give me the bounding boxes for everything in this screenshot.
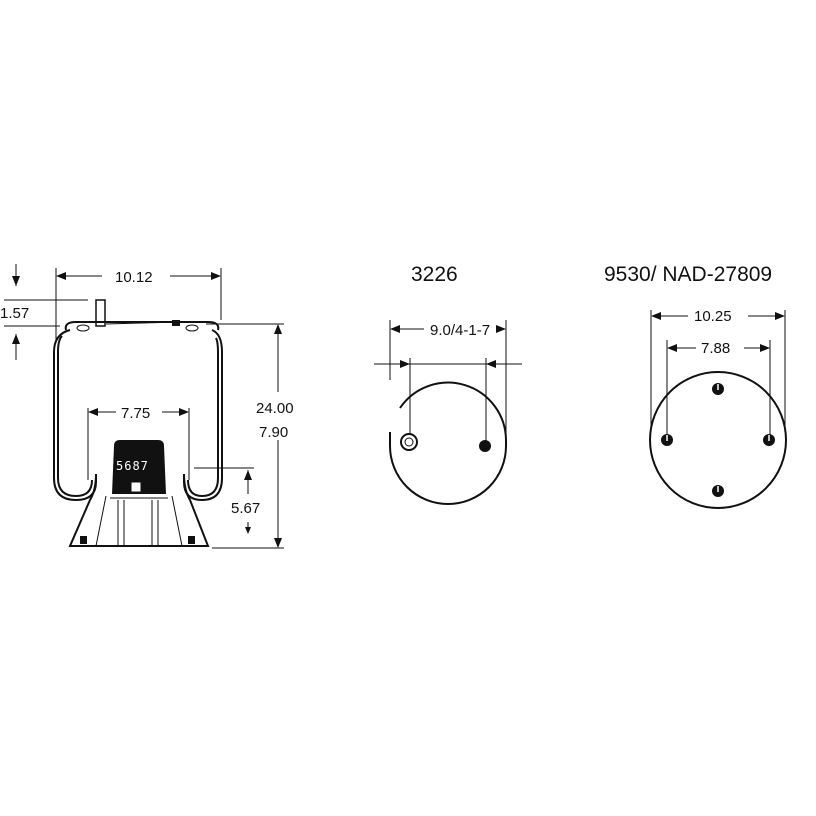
arrow-567-down bbox=[245, 527, 251, 534]
arrow-775-left bbox=[88, 408, 98, 416]
right-part-number: 9530/ NAD-27809 bbox=[604, 263, 772, 286]
bolt-hole-left bbox=[661, 434, 673, 446]
base-bolt-right bbox=[188, 536, 195, 544]
dim-top-width: 10.12 bbox=[115, 269, 153, 286]
top-plate-line bbox=[105, 321, 181, 325]
pedestal-rib-1 bbox=[95, 495, 107, 547]
bolt-hole-right bbox=[763, 434, 775, 446]
air-inlet-inner bbox=[404, 437, 414, 447]
arrow-24-up bbox=[274, 324, 282, 334]
middle-view: 3226 9.0/4-1-7 bbox=[374, 263, 522, 505]
middle-part-number: 3226 bbox=[411, 263, 458, 286]
base-bolt-left bbox=[80, 536, 87, 544]
arrow-1025-right bbox=[775, 312, 785, 320]
mounting-stud-hole bbox=[479, 440, 491, 452]
pedestal-base bbox=[68, 473, 210, 547]
middle-bolt-spacing: 9.0/4-1-7 bbox=[430, 322, 490, 339]
bolt-hole-top bbox=[712, 383, 724, 395]
piston-stamp: 5687 bbox=[116, 459, 149, 473]
side-view: 10.12 1.57 7.75 5687 bbox=[0, 264, 294, 549]
base-plate-outline bbox=[649, 371, 787, 509]
arrow-9-left bbox=[390, 325, 400, 333]
arrow-567-up bbox=[244, 470, 252, 480]
dim-piston-width: 7.75 bbox=[121, 405, 150, 422]
arrow-hole-right bbox=[486, 360, 496, 368]
arrow-788-left bbox=[667, 344, 677, 352]
air-fitting-stud bbox=[95, 299, 106, 327]
right-inner-dim: 7.88 bbox=[701, 340, 730, 357]
dim-overall-height: 24.00 bbox=[256, 400, 294, 417]
arrow-left bbox=[56, 272, 66, 280]
right-outer-dim: 10.25 bbox=[694, 308, 732, 325]
arrow-1025-left bbox=[651, 312, 661, 320]
bellow-right bbox=[183, 329, 223, 502]
arrow-24-down bbox=[274, 538, 282, 548]
pedestal-rib-6 bbox=[171, 495, 183, 547]
top-crimp-right bbox=[185, 324, 199, 332]
arrow-9-right bbox=[496, 325, 506, 333]
dim-height-small: 1.57 bbox=[0, 305, 29, 322]
bellow-right-inner bbox=[187, 337, 219, 498]
middle-plate-outline bbox=[389, 381, 507, 505]
arrow-775-right bbox=[179, 408, 189, 416]
arrow-right bbox=[211, 272, 221, 280]
arrow-hole-left bbox=[400, 360, 410, 368]
piston-body bbox=[112, 440, 166, 494]
bellow-left-inner bbox=[57, 335, 93, 498]
bolt-hole-bottom bbox=[712, 485, 724, 497]
top-crimp-left bbox=[76, 324, 90, 332]
arrow-157-up bbox=[12, 334, 20, 344]
dim-collapsed-height: 7.90 bbox=[259, 424, 288, 441]
arrow-157-down bbox=[12, 276, 20, 286]
right-view: 9530/ NAD-27809 10.25 7.88 bbox=[604, 263, 787, 509]
dim-piston-height: 5.67 bbox=[231, 500, 260, 517]
piston-bolt bbox=[130, 481, 142, 493]
arrow-788-right bbox=[760, 344, 770, 352]
top-plate-nut bbox=[172, 320, 180, 326]
top-plate bbox=[64, 321, 220, 331]
bellow-left bbox=[53, 329, 97, 502]
